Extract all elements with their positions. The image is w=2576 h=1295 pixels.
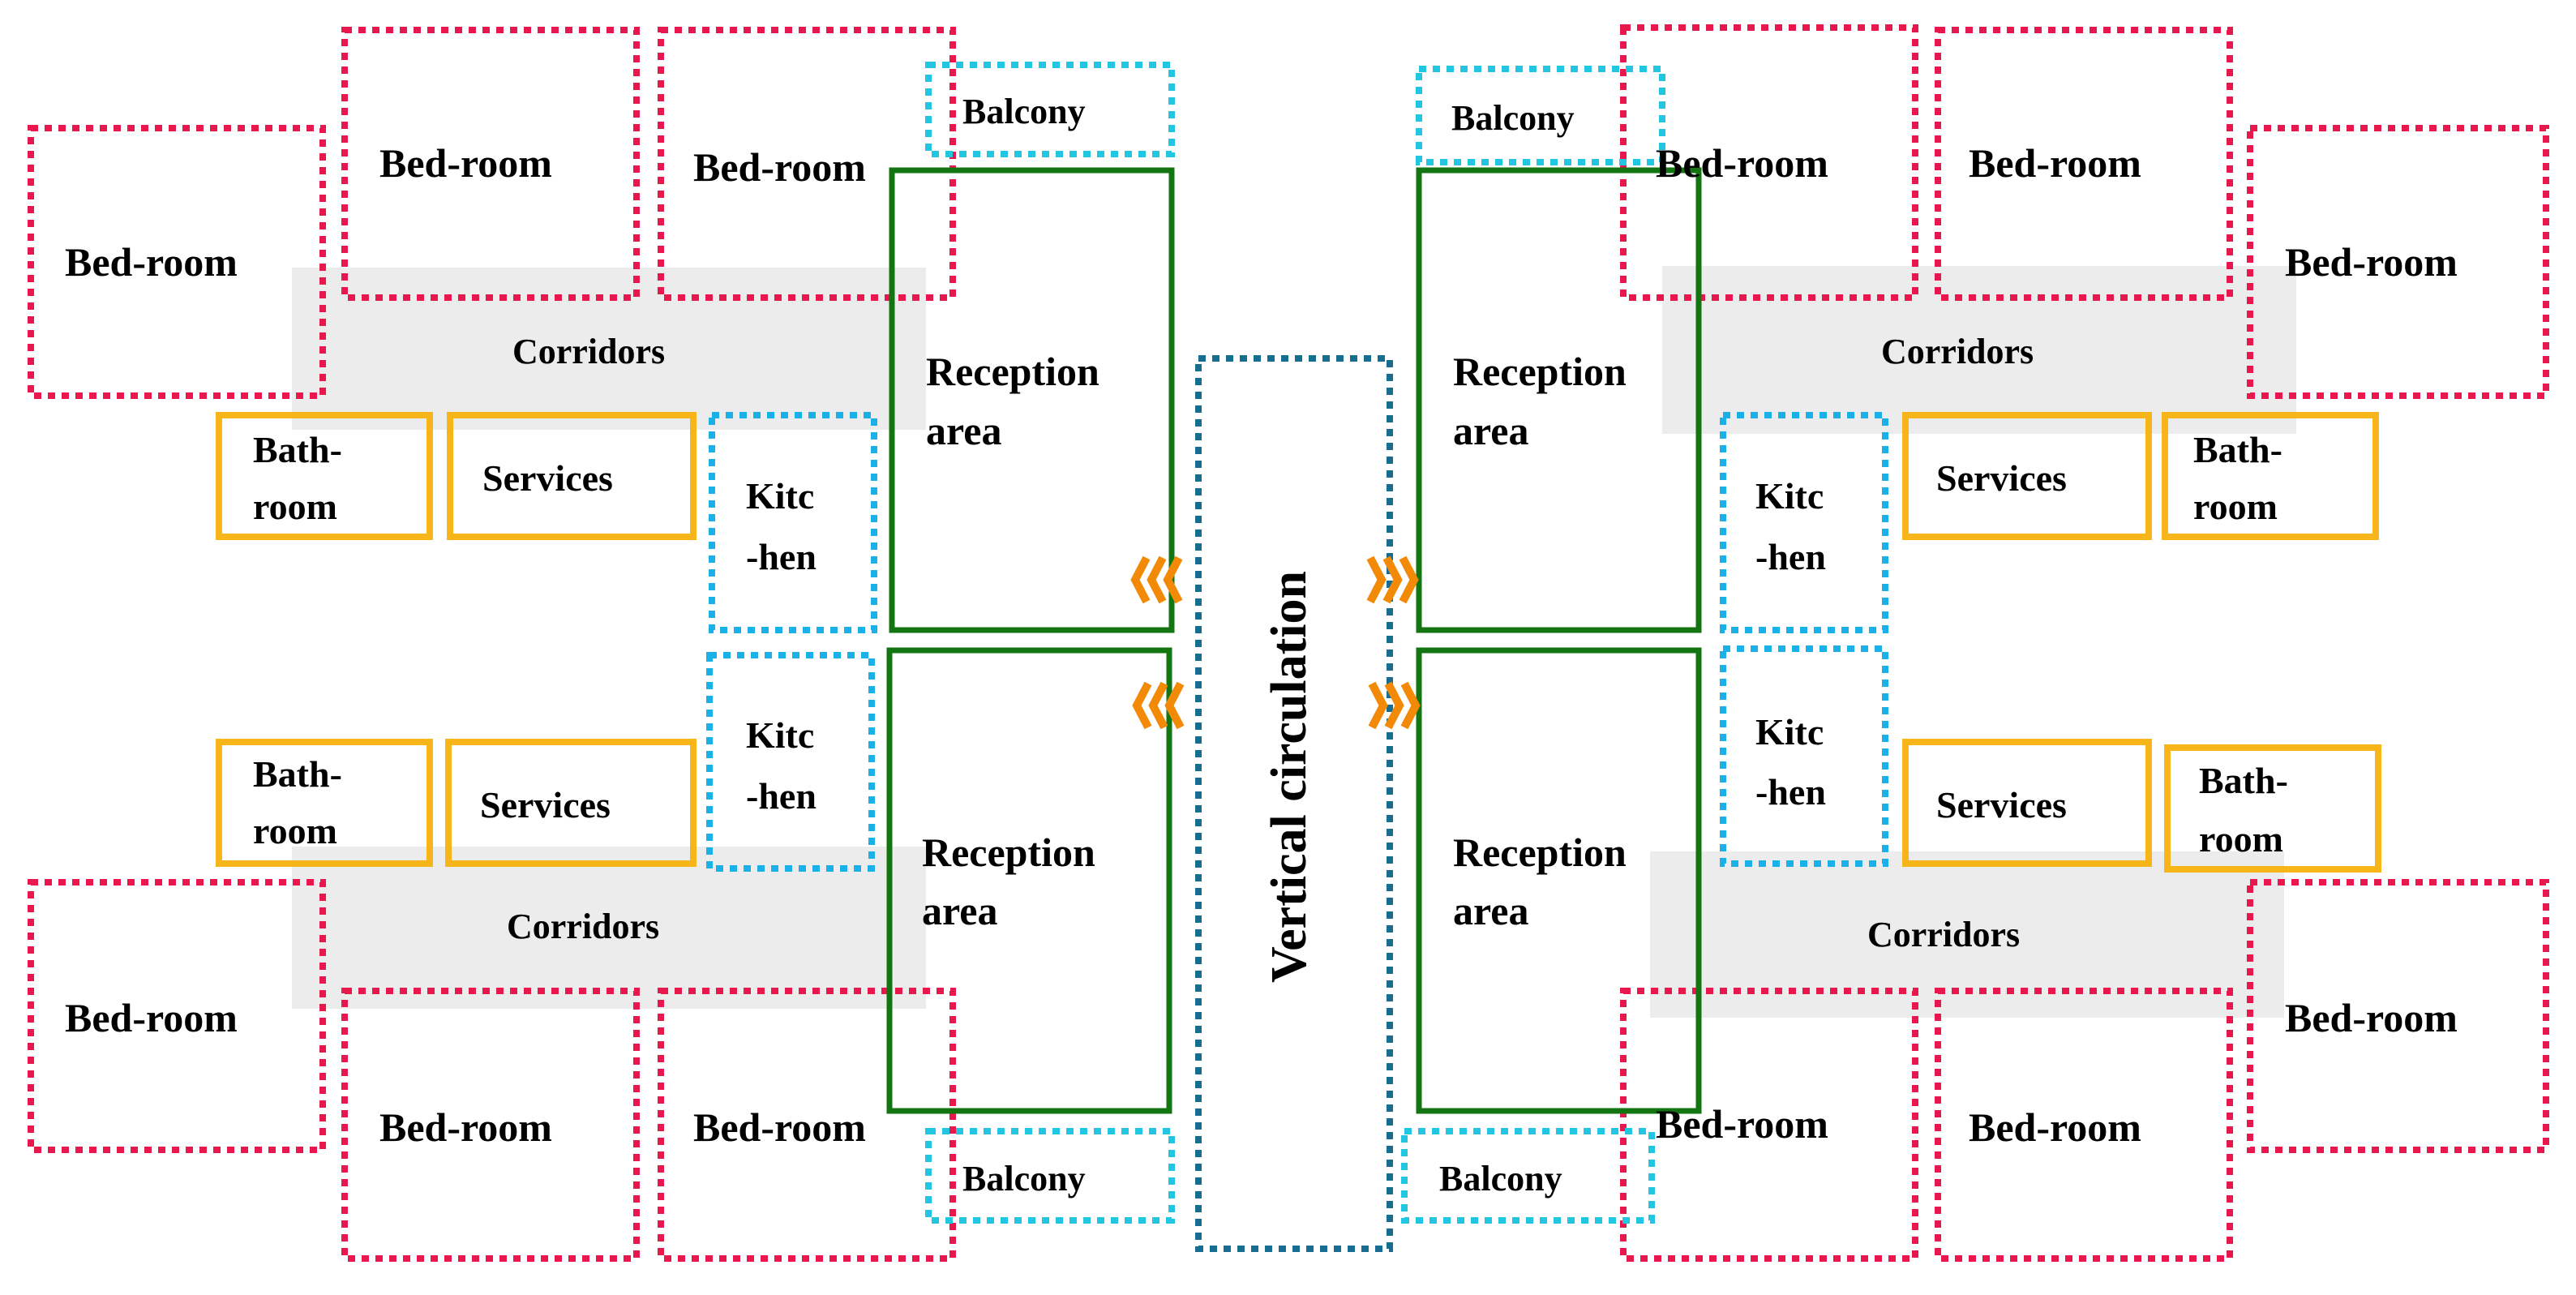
kitchen-label-line2: -hen — [1755, 536, 1826, 577]
right-chevrons-icon — [1368, 681, 1421, 730]
left-chevrons-icon — [1130, 555, 1183, 604]
reception-box — [889, 167, 1175, 633]
reception-label-line2: area — [1453, 408, 1528, 453]
services-box — [1902, 739, 2152, 867]
bathroom-box — [2164, 744, 2381, 873]
kitchen-box — [1720, 412, 1888, 633]
services-box — [1902, 412, 2152, 540]
reception-label-line2: area — [926, 408, 1001, 453]
reception-box — [1416, 167, 1702, 633]
services-label: Services — [480, 784, 611, 825]
kitchen-box — [706, 652, 875, 872]
bedroom-label: Bed-room — [379, 1104, 552, 1150]
kitchens — [706, 412, 1888, 872]
kitchen-label-line1: Kitc — [746, 475, 814, 517]
bathroom-box — [216, 412, 433, 540]
balcony-label: Balcony — [1451, 98, 1575, 138]
corridor-top-right — [1662, 266, 2296, 434]
bathroom-label-line2: room — [2193, 486, 2278, 527]
services-box — [447, 412, 697, 540]
vertical-circulation-label: Vertical circulation — [1262, 571, 1317, 983]
service-rooms — [216, 412, 2381, 873]
bathroom-label-line1: Bath- — [2199, 760, 2288, 801]
reception-label-line1: Reception — [926, 349, 1099, 394]
kitchen-label-line1: Kitc — [1755, 475, 1824, 517]
balconies — [925, 62, 1665, 1224]
bedroom-box — [341, 27, 640, 301]
bathroom-label-line1: Bath- — [253, 753, 342, 795]
services-label: Services — [1936, 457, 2067, 499]
reception-areas — [886, 167, 1702, 1114]
balcony-label: Balcony — [962, 92, 1086, 131]
reception-label-line1: Reception — [1453, 830, 1627, 875]
bedroom-label: Bed-room — [379, 140, 552, 186]
balcony-box — [925, 62, 1175, 157]
corridors-label: Corridors — [507, 907, 659, 946]
kitchen-box — [1720, 645, 1888, 867]
bedroom-label: Bed-room — [1969, 1104, 2141, 1150]
reception-label-line1: Reception — [1453, 349, 1627, 394]
left-chevrons-icon — [1132, 681, 1185, 730]
services-box — [445, 739, 697, 867]
arrows — [1130, 555, 1421, 730]
bathroom-box — [216, 739, 433, 867]
bedroom-label: Bed-room — [693, 144, 866, 190]
vertical-circulation-box — [1195, 355, 1393, 1252]
kitchen-label-line2: -hen — [1755, 771, 1826, 813]
kitchen-label-line1: Kitc — [746, 714, 814, 756]
bedroom-box — [1620, 988, 1918, 1262]
corridors-label: Corridors — [512, 332, 665, 371]
corridor-bottom-left — [292, 847, 926, 1009]
bedroom-box — [1935, 988, 2233, 1262]
bedroom-label: Bed-room — [1656, 1101, 1828, 1147]
balcony-label: Balcony — [962, 1159, 1086, 1199]
kitchen-label-line2: -hen — [746, 775, 817, 817]
bedroom-box — [658, 27, 956, 301]
bedroom-label: Bed-room — [2285, 995, 2458, 1040]
bedroom-label: Bed-room — [1969, 140, 2141, 186]
kitchen-label-line1: Kitc — [1755, 711, 1824, 753]
bedroom-box — [2247, 125, 2549, 399]
bedrooms — [28, 24, 2549, 1262]
bedroom-box — [28, 125, 326, 399]
balcony-label: Balcony — [1439, 1159, 1562, 1199]
bathroom-label-line2: room — [253, 810, 337, 851]
bedroom-box — [1935, 27, 2233, 301]
services-label: Services — [1936, 784, 2067, 825]
services-label: Services — [482, 457, 613, 499]
bedroom-box — [341, 988, 640, 1262]
bathroom-label-line2: room — [2199, 818, 2283, 860]
balcony-box — [925, 1128, 1175, 1224]
kitchen-box — [709, 412, 877, 633]
bedroom-label: Bed-room — [65, 995, 238, 1040]
corridors-label: Corridors — [1881, 332, 2034, 371]
reception-label-line1: Reception — [922, 830, 1095, 875]
reception-label-line2: area — [1453, 888, 1528, 933]
bedroom-box — [1620, 24, 1918, 301]
bedroom-box — [658, 988, 956, 1262]
bedroom-box — [28, 879, 326, 1153]
bathroom-label-line1: Bath- — [2193, 429, 2282, 470]
bathroom-label-line2: room — [253, 486, 337, 527]
reception-box — [886, 647, 1172, 1114]
bathroom-box — [2162, 412, 2379, 540]
reception-label-line2: area — [922, 888, 997, 933]
bedroom-label: Bed-room — [65, 239, 238, 285]
right-chevrons-icon — [1366, 555, 1419, 604]
bedroom-label: Bed-room — [1656, 140, 1828, 186]
kitchen-label-line2: -hen — [746, 536, 817, 577]
balcony-box — [1416, 66, 1665, 165]
corridors-label: Corridors — [1867, 915, 2020, 954]
bedroom-label: Bed-room — [2285, 239, 2458, 285]
reception-box — [1416, 647, 1702, 1114]
bedroom-label: Bed-room — [693, 1104, 866, 1150]
balcony-box — [1401, 1128, 1655, 1224]
bathroom-label-line1: Bath- — [253, 429, 342, 470]
bedroom-box — [2247, 879, 2549, 1153]
